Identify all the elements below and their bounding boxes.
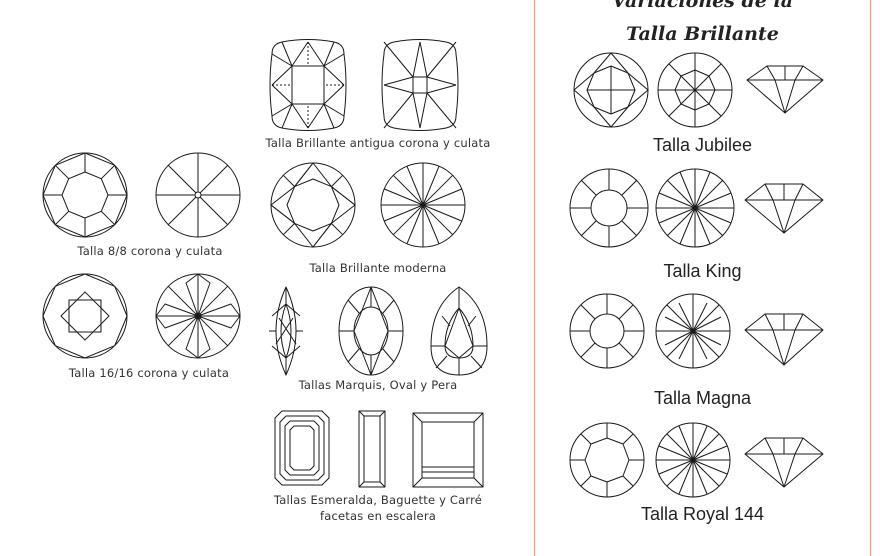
eight-cut-crown-diagram <box>42 152 128 238</box>
caption-step-cuts: Tallas Esmeralda, Baguette y Carré facet… <box>273 493 483 523</box>
king-pavilion-diagram <box>655 168 735 248</box>
pear-diagram <box>430 286 488 376</box>
caption-sixteen-cut: Talla 16/16 corona y culata <box>68 366 230 380</box>
cut-label-magna: Talla Magna <box>653 388 752 408</box>
king-profile-diagram <box>744 183 824 234</box>
cut-label-jubilee: Talla Jubilee <box>652 135 753 155</box>
sixteen-cut-crown-diagram <box>42 273 128 359</box>
cut-label-royal-144: Talla Royal 144 <box>640 504 765 524</box>
marquise-diagram <box>269 286 303 376</box>
magna-pavilion-diagram <box>655 293 731 369</box>
magna-crown-diagram <box>569 293 645 369</box>
jubilee-profile-diagram <box>746 65 824 114</box>
eight-cut-pavilion-diagram <box>155 152 241 238</box>
caption-fancy-shapes: Tallas Marquis, Oval y Pera <box>298 378 458 392</box>
modern-brilliant-pavilion-diagram <box>380 162 466 248</box>
sixteen-cut-pavilion-diagram <box>155 273 241 359</box>
king-crown-diagram <box>569 168 649 248</box>
jubilee-pavilion-diagram <box>657 52 733 128</box>
oval-diagram <box>338 286 404 376</box>
emerald-diagram <box>274 410 330 486</box>
royal144-profile-diagram <box>744 437 824 488</box>
brilliant-variations-panel: Variaciones de la Talla Brillante Talla … <box>534 0 871 556</box>
royal144-pavilion-diagram <box>655 422 731 498</box>
carre-diagram <box>412 412 484 488</box>
baguette-diagram <box>358 410 386 488</box>
caption-cushion: Talla Brillante antigua corona y culata <box>265 136 491 150</box>
cut-label-king: Talla King <box>663 261 742 281</box>
cushion-pavilion-diagram <box>381 39 459 131</box>
jubilee-crown-diagram <box>573 52 649 128</box>
panel-title-line2: Talla Brillante <box>626 23 779 45</box>
cushion-crown-diagram <box>269 39 347 131</box>
panel-title-line1: Variaciones de la <box>611 0 794 12</box>
caption-eight-cut: Talla 8/8 corona y culata <box>77 244 223 258</box>
caption-modern-brilliant: Talla Brillante moderna <box>309 261 447 275</box>
modern-brilliant-crown-diagram <box>270 162 356 248</box>
royal144-crown-diagram <box>569 422 645 498</box>
magna-profile-diagram <box>744 313 824 366</box>
